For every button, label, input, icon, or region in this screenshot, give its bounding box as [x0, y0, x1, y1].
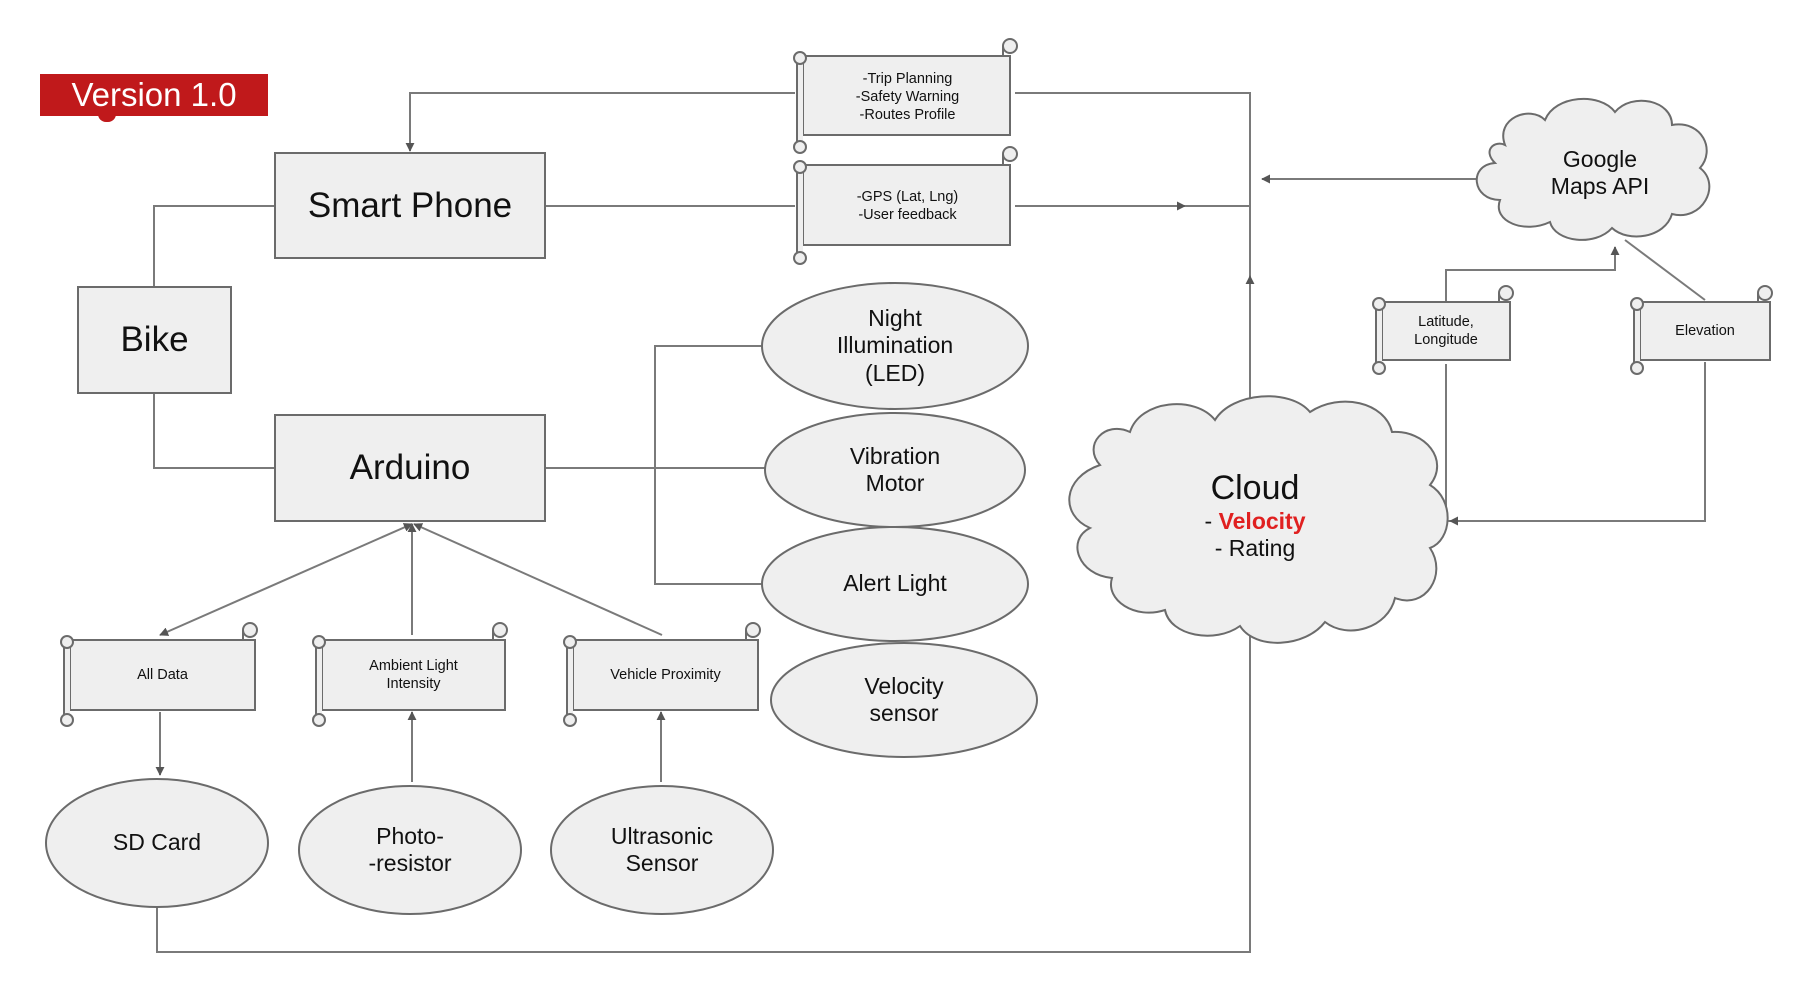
ambient-line-2: Intensity: [386, 676, 441, 692]
latlng-to-cloud-line: [1445, 364, 1450, 522]
vehicle-proximity-label: Vehicle Proximity: [610, 666, 721, 683]
ambient-light-label: Ambient Light Intensity: [322, 640, 505, 710]
gps-line-1: -GPS (Lat, Lng): [856, 188, 959, 205]
photo-resistor-oval: [298, 785, 522, 915]
sdcard-to-cloud-line: [156, 625, 1251, 953]
night-illumination-label: Night Illumination (LED): [762, 283, 1028, 409]
ambient-line-1: Ambient Light: [369, 657, 458, 674]
night-line-2: Illumination: [836, 332, 954, 359]
bike-to-phone-line: [153, 205, 275, 287]
trip-planning-line-3: -Routes Profile: [859, 107, 956, 124]
scroll-ambient-light: [312, 622, 508, 727]
latitude-longitude-label: Latitude, Longitude: [1382, 302, 1510, 360]
alert-light-oval: [761, 526, 1029, 642]
google-maps-label: Google Maps API: [1500, 128, 1700, 218]
cloud-velocity-item: - Velocity: [1205, 508, 1306, 535]
ultrasonic-line-1: Ultrasonic: [610, 822, 714, 849]
all-data-label: All Data: [137, 666, 188, 683]
output-bracket-line: [654, 345, 765, 585]
vibration-motor-label: Vibration Motor: [765, 413, 1025, 527]
scroll-vehicle-proximity: [563, 622, 761, 727]
scroll-trip-planning: [793, 38, 1018, 154]
photo-line-1: Photo-: [376, 822, 444, 849]
vibration-line-1: Vibration: [849, 442, 941, 469]
ultrasonic-sensor-label: Ultrasonic Sensor: [551, 786, 773, 914]
ultrasonic-line-2: Sensor: [625, 850, 699, 876]
scroll-all-data: [60, 622, 258, 727]
google-line-1: Google: [1562, 145, 1638, 172]
vehicle-to-arduino-line: [413, 523, 663, 636]
night-line-1: Night: [868, 305, 922, 332]
velocity-sensor-line-2: sensor: [869, 700, 939, 726]
smart-phone-box: [274, 152, 546, 259]
latlng-line-2: Longitude: [1414, 332, 1478, 348]
elevation-to-google-line: [1624, 239, 1706, 301]
velocity-sensor-line-1: Velocity: [864, 672, 944, 699]
night-illumination-oval: [761, 282, 1029, 410]
ultrasonic-sensor-oval: [550, 785, 774, 915]
version-badge: Version 1.0: [40, 74, 268, 116]
trip-planning-label: -Trip Planning -Safety Warning -Routes P…: [805, 58, 1010, 136]
vibration-line-2: Motor: [865, 470, 925, 496]
gps-label: -GPS (Lat, Lng) -User feedback: [805, 167, 1010, 245]
elevation-to-cloud-line: [1449, 362, 1706, 526]
bike-box: [77, 286, 232, 394]
alldata-arduino-line: [159, 523, 413, 636]
alert-light-label: Alert Light: [843, 570, 947, 597]
trip-planning-line-1: -Trip Planning: [862, 70, 953, 87]
scroll-gps: [793, 146, 1018, 265]
velocity-sensor-oval: [770, 642, 1038, 758]
cloud-velocity-prefix: -: [1204, 507, 1219, 534]
latlng-line-1: Latitude,: [1418, 313, 1474, 330]
google-maps-cloud-shape: [1475, 97, 1711, 241]
arduino-box: [274, 414, 546, 522]
cloud-label: Cloud - Velocity - Rating: [1150, 455, 1360, 575]
bike-to-arduino-line: [153, 393, 275, 469]
scroll-elevation: [1630, 285, 1773, 375]
bike-label: Bike: [120, 320, 189, 360]
cloud-velocity-text: Velocity: [1218, 507, 1306, 534]
gps-line-2: -User feedback: [858, 207, 957, 223]
version-badge-notch: [98, 114, 116, 122]
trip-planning-to-phone-line: [405, 92, 795, 152]
smart-phone-label: Smart Phone: [307, 185, 513, 225]
photo-resistor-label: Photo- -resistor: [299, 786, 521, 914]
cloud-shape: [1068, 395, 1449, 644]
sd-card-oval: [45, 778, 269, 908]
velocity-sensor-label: Velocity sensor: [771, 643, 1037, 757]
night-line-3: (LED): [864, 359, 926, 386]
elevation-label: Elevation: [1675, 322, 1735, 339]
trip-planning-line-2: -Safety Warning: [855, 88, 960, 105]
cloud-title: Cloud: [1210, 468, 1300, 507]
trip-planning-trunk-line: [1015, 92, 1251, 206]
latlng-to-google-line: [1445, 246, 1620, 330]
google-line-2: Maps API: [1550, 173, 1650, 199]
photo-line-2: -resistor: [368, 850, 452, 876]
arduino-label: Arduino: [349, 448, 471, 488]
cloud-rating-item: - Rating: [1214, 535, 1296, 562]
scroll-latitude-longitude: [1372, 285, 1514, 375]
sd-card-label: SD Card: [112, 829, 202, 856]
